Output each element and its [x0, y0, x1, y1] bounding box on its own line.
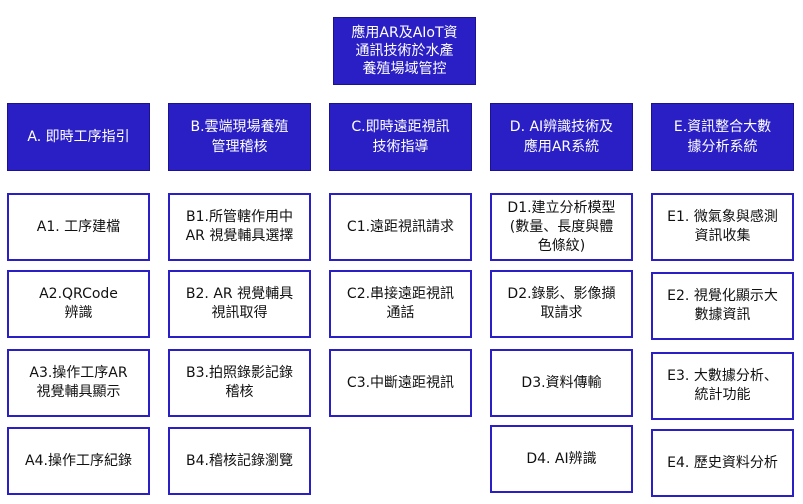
category-e: E.資訊整合大數 據分析系統 [651, 103, 794, 171]
item-b3: B3.拍照錄影記錄 稽核 [168, 349, 311, 417]
item-d2: D2.錄影、影像擷 取請求 [490, 270, 633, 338]
root-node: 應用AR及AIoT資 通訊技術於水產 養殖場域管控 [333, 17, 476, 85]
item-b4: B4.稽核記錄瀏覽 [168, 427, 311, 495]
item-a3: A3.操作工序AR 視覺輔具顯示 [7, 349, 150, 417]
category-a: A. 即時工序指引 [7, 103, 150, 171]
item-d4: D4. AI辨識 [490, 425, 633, 493]
item-a1: A1. 工序建檔 [7, 193, 150, 261]
item-e1: E1. 微氣象與感測 資訊收集 [651, 193, 794, 261]
item-d3: D3.資料傳輸 [490, 349, 633, 417]
category-d: D. AI辨識技術及 應用AR系統 [490, 103, 633, 171]
category-c: C.即時遠距視訊 技術指導 [329, 103, 472, 171]
item-c2: C2.串接遠距視訊 通話 [329, 270, 472, 338]
item-c3: C3.中斷遠距視訊 [329, 349, 472, 417]
category-b: B.雲端現場養殖 管理稽核 [168, 103, 311, 171]
item-b2: B2. AR 視覺輔具 視訊取得 [168, 270, 311, 338]
item-a2: A2.QRCode 辨識 [7, 270, 150, 338]
item-b1: B1.所管轄作用中 AR 視覺輔具選擇 [168, 193, 311, 261]
item-e3: E3. 大數據分析、 統計功能 [651, 352, 794, 420]
item-e2: E2. 視覺化顯示大 數據資訊 [651, 272, 794, 340]
item-a4: A4.操作工序紀錄 [7, 427, 150, 495]
item-c1: C1.遠距視訊請求 [329, 193, 472, 261]
item-d1: D1.建立分析模型 (數量、長度與體 色條紋) [490, 193, 633, 261]
item-e4: E4. 歷史資料分析 [651, 429, 794, 497]
